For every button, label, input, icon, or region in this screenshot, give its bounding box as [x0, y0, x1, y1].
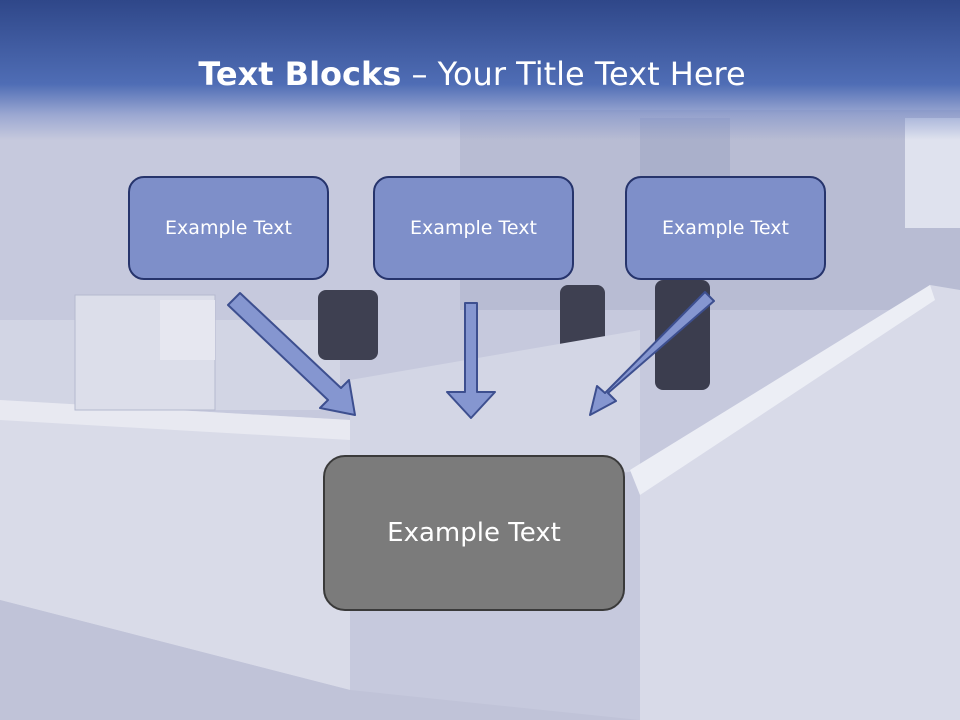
slide-title: Text Blocks – Your Title Text Here [0, 52, 944, 96]
arrow-center [446, 302, 496, 419]
text-block-3-label: Example Text [662, 217, 789, 239]
text-block-main[interactable]: Example Text [323, 455, 625, 611]
text-block-2[interactable]: Example Text [373, 176, 574, 280]
text-block-1[interactable]: Example Text [128, 176, 329, 280]
text-block-3[interactable]: Example Text [625, 176, 826, 280]
arrow-right [589, 291, 715, 416]
text-block-main-label: Example Text [387, 518, 561, 548]
title-bold-part: Text Blocks [198, 55, 402, 93]
text-block-1-label: Example Text [165, 217, 292, 239]
title-bar [0, 0, 960, 140]
title-rest-part: Your Title Text Here [437, 55, 746, 93]
text-block-2-label: Example Text [410, 217, 537, 239]
arrow-left [227, 292, 356, 416]
title-dash: – [401, 55, 438, 93]
